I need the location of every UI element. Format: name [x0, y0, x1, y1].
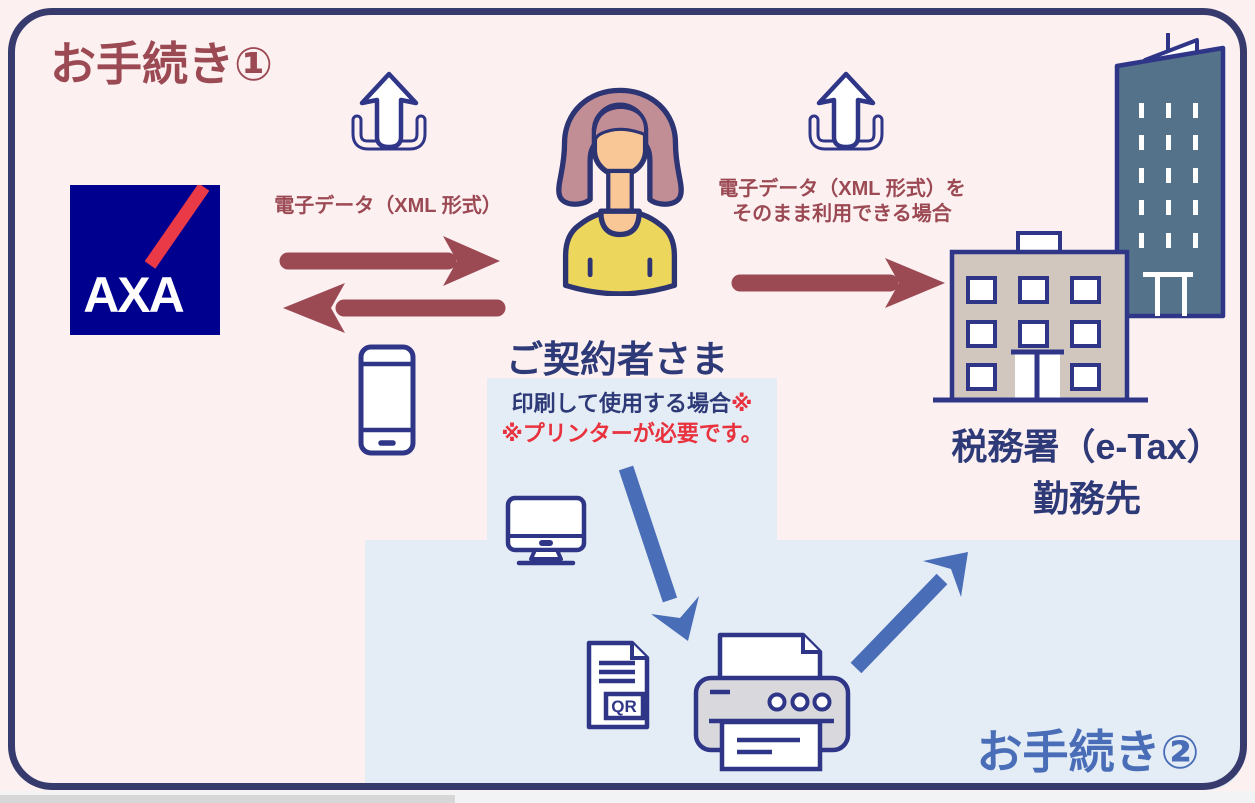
tower-windows — [1139, 103, 1198, 316]
smartphone-icon — [358, 344, 416, 456]
desktop-monitor-icon — [505, 495, 587, 566]
building-windows — [966, 276, 1101, 391]
electronic-data-label-right-line2: そのまま利用できる場合 — [732, 203, 952, 225]
tax-office-label-line1: 税務署（e-Tax） — [951, 426, 1223, 467]
electronic-data-label-right-line1: 電子データ（XML 形式）を — [718, 178, 966, 200]
woman-avatar-icon — [556, 87, 684, 296]
electronic-data-label-left: 電子データ（XML 形式） — [274, 195, 502, 217]
procedure2-title: お手続き② — [976, 726, 1200, 778]
electronic-data-label-right: 電子データ（XML 形式）を そのまま利用できる場合 — [697, 177, 987, 227]
bottom-strip-segment — [0, 795, 455, 803]
qr-document-icon: QR — [586, 640, 650, 730]
print-note: 印刷して使用する場合※ ※プリンターが必要です。 — [487, 389, 777, 449]
arrow-axa-to-contractor — [279, 236, 500, 286]
print-note-asterisk: ※ — [730, 391, 753, 416]
printer-icon — [693, 632, 851, 772]
print-note-line2: ※プリンターが必要です。 — [501, 421, 763, 446]
print-note-line1: 印刷して使用する場合 — [511, 391, 731, 416]
upload-icon-left — [351, 71, 427, 151]
office-tower-icon — [1114, 33, 1226, 319]
tax-office-building-icon — [933, 231, 1148, 403]
axa-logo-text: AXA — [83, 267, 183, 323]
arrow-contractor-to-taxoffice — [731, 258, 945, 308]
axa-logo: AXA — [70, 185, 220, 335]
tax-office-label: 税務署（e-Tax） 勤務先 — [922, 421, 1252, 525]
tax-office-label-line2: 勤務先 — [1032, 478, 1141, 519]
upload-icon-right — [808, 71, 884, 151]
contractor-label: ご契約者さま — [506, 339, 728, 380]
qr-label: QR — [611, 697, 637, 716]
procedure1-title: お手続き① — [50, 38, 273, 90]
arrow-contractor-to-axa — [283, 283, 506, 333]
